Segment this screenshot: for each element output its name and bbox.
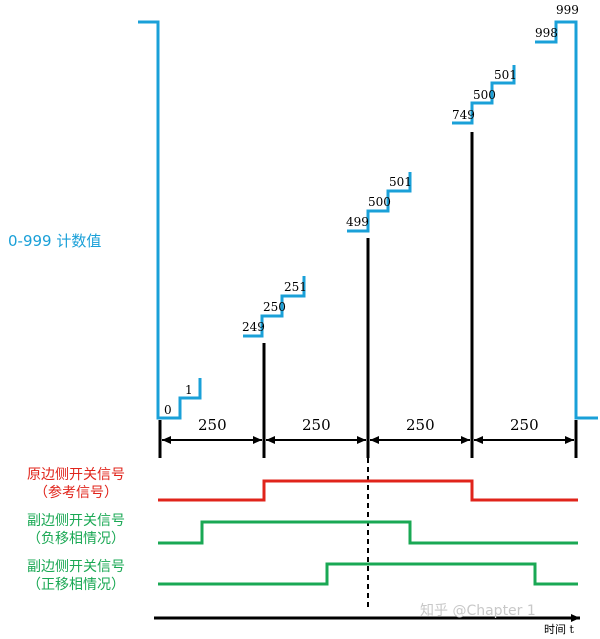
secondary-positive-signal-label: 副边侧开关信号 （正移相情况） xyxy=(2,558,150,594)
step-label-998: 998 xyxy=(535,26,558,40)
step-label-999: 999 xyxy=(556,3,579,17)
primary-switch-waveform xyxy=(158,479,578,502)
step-label-250: 250 xyxy=(263,300,286,314)
primary-signal-label-line1: 原边侧开关信号 xyxy=(27,467,125,483)
step-label-499: 499 xyxy=(346,215,369,229)
step-label-749: 749 xyxy=(452,108,475,122)
step-label-501: 501 xyxy=(389,175,412,189)
secondary-positive-shift-waveform xyxy=(158,562,578,586)
watermark: 知乎 @Chapter 1 xyxy=(420,603,536,619)
secondary-negative-shift-waveform xyxy=(158,520,578,545)
step-label-0: 0 xyxy=(164,403,172,417)
secondary-negative-signal-label: 副边侧开关信号 （负移相情况） xyxy=(2,512,150,548)
primary-signal-label-line2: （参考信号） xyxy=(34,485,118,501)
counter-waveform xyxy=(138,20,598,420)
time-axis-label: 时间 t xyxy=(544,623,574,636)
interval-label-1: 250 xyxy=(198,416,227,434)
step-label-251: 251 xyxy=(284,280,307,294)
step-label-249: 249 xyxy=(242,320,265,334)
step-label-500: 500 xyxy=(368,195,391,209)
period-markers xyxy=(158,132,578,458)
step-label-501b: 501 xyxy=(494,68,517,82)
primary-signal-label: 原边侧开关信号 （参考信号） xyxy=(2,466,150,502)
interval-label-4: 250 xyxy=(510,416,539,434)
counter-axis-label: 0-999 计数值 xyxy=(8,232,102,250)
interval-label-3: 250 xyxy=(406,416,435,434)
secondary-negative-signal-label-line2: （负移相情况） xyxy=(27,531,125,547)
secondary-positive-signal-label-line2: （正移相情况） xyxy=(27,577,125,593)
secondary-positive-signal-label-line1: 副边侧开关信号 xyxy=(27,559,125,575)
interval-label-2: 250 xyxy=(302,416,331,434)
step-label-1: 1 xyxy=(185,383,193,397)
secondary-negative-signal-label-line1: 副边侧开关信号 xyxy=(27,513,125,529)
step-label-500b: 500 xyxy=(473,88,496,102)
